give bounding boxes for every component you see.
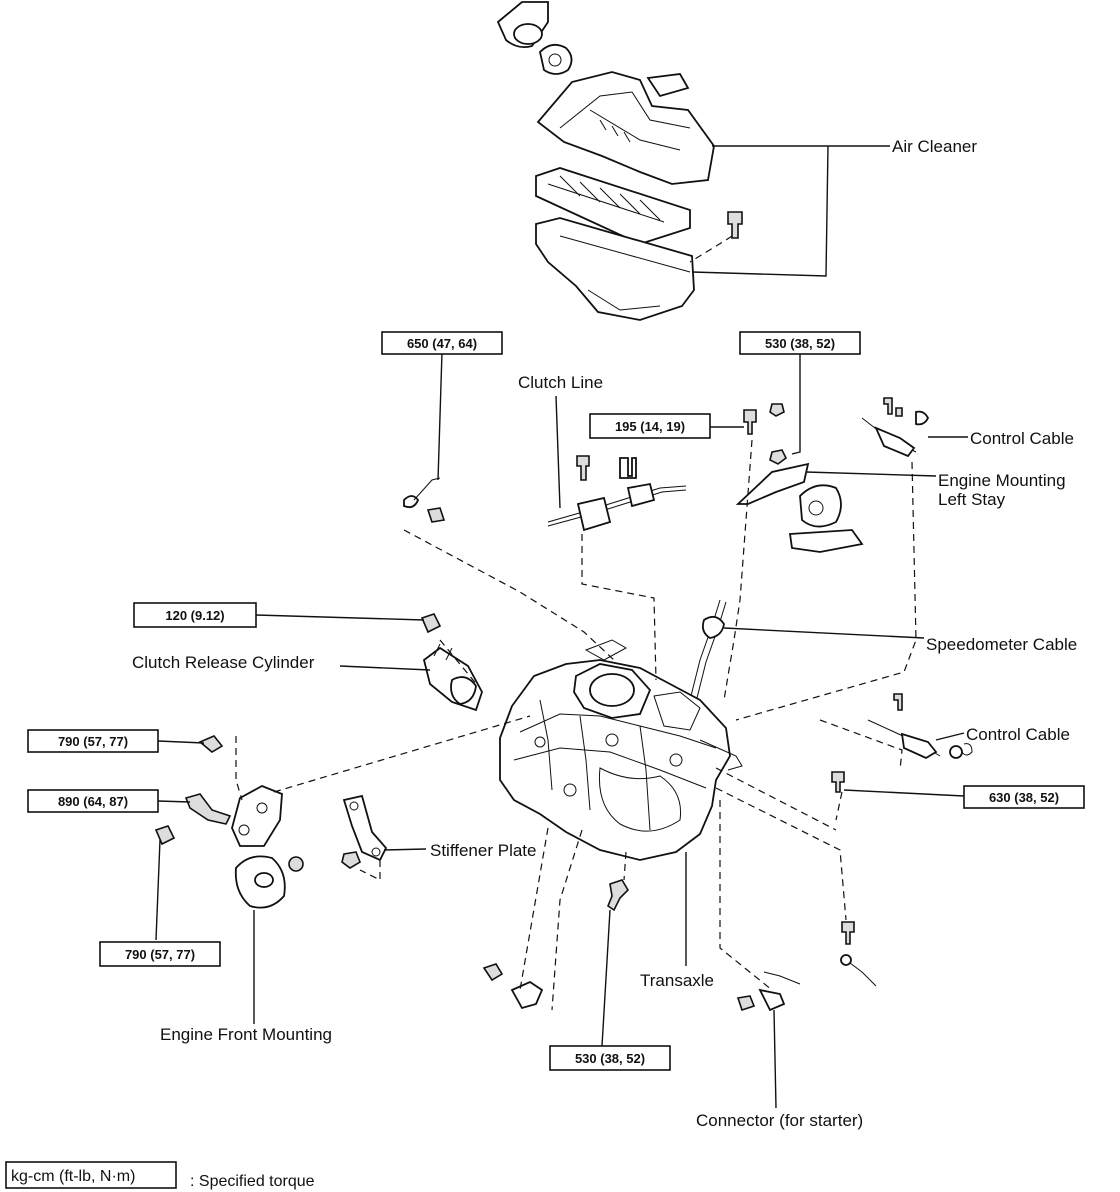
torque-790-bottom: 790 (57, 77) bbox=[125, 947, 195, 962]
torque-530-bottom: 530 (38, 52) bbox=[575, 1051, 645, 1066]
clutch-release-cylinder-part bbox=[420, 613, 483, 712]
label-engine-front-mounting: Engine Front Mounting bbox=[160, 1025, 332, 1044]
torque-790-left: 790 (57, 77) bbox=[58, 734, 128, 749]
legend: kg-cm (ft-lb, N·m) : Specified torque bbox=[5, 1161, 315, 1190]
transaxle-part bbox=[499, 639, 743, 861]
label-engine-mounting-left-stay-1: Engine Mounting bbox=[938, 471, 1066, 490]
leader-lines bbox=[155, 145, 968, 1109]
label-stiffener-plate: Stiffener Plate bbox=[430, 841, 536, 860]
legend-description: : Specified torque bbox=[190, 1173, 315, 1190]
control-cable-mid-parts bbox=[867, 693, 973, 760]
clutch-line-parts bbox=[547, 455, 687, 532]
torque-boxes: 650 (47, 64) 530 (38, 52) 195 (14, 19) 1… bbox=[27, 331, 1085, 1071]
torque-530-top: 530 (38, 52) bbox=[765, 336, 835, 351]
label-transaxle: Transaxle bbox=[640, 971, 714, 990]
stiffener-plate-part bbox=[341, 794, 388, 869]
label-clutch-line: Clutch Line bbox=[518, 373, 603, 392]
torque-195: 195 (14, 19) bbox=[615, 419, 685, 434]
torque-630: 630 (38, 52) bbox=[989, 790, 1059, 805]
label-speedometer-cable: Speedometer Cable bbox=[926, 635, 1077, 654]
assembly-dash-lines bbox=[235, 235, 917, 1011]
label-control-cable-top: Control Cable bbox=[970, 429, 1074, 448]
torque-650: 650 (47, 64) bbox=[407, 336, 477, 351]
part-labels: Air Cleaner Clutch Line Control Cable En… bbox=[132, 137, 1077, 1130]
label-clutch-release-cylinder: Clutch Release Cylinder bbox=[132, 653, 315, 672]
engine-mounting-left-stay-parts bbox=[735, 397, 930, 553]
torque-120: 120 (9.12) bbox=[165, 608, 224, 623]
label-control-cable-mid: Control Cable bbox=[966, 725, 1070, 744]
label-engine-mounting-left-stay-2: Left Stay bbox=[938, 490, 1006, 509]
legend-box-text: kg-cm (ft-lb, N·m) bbox=[11, 1168, 135, 1185]
engine-front-mounting-part bbox=[154, 735, 304, 909]
label-air-cleaner: Air Cleaner bbox=[892, 137, 977, 156]
torque-890: 890 (64, 87) bbox=[58, 794, 128, 809]
lower-parts bbox=[403, 477, 877, 1012]
label-connector-for-starter: Connector (for starter) bbox=[696, 1111, 863, 1130]
